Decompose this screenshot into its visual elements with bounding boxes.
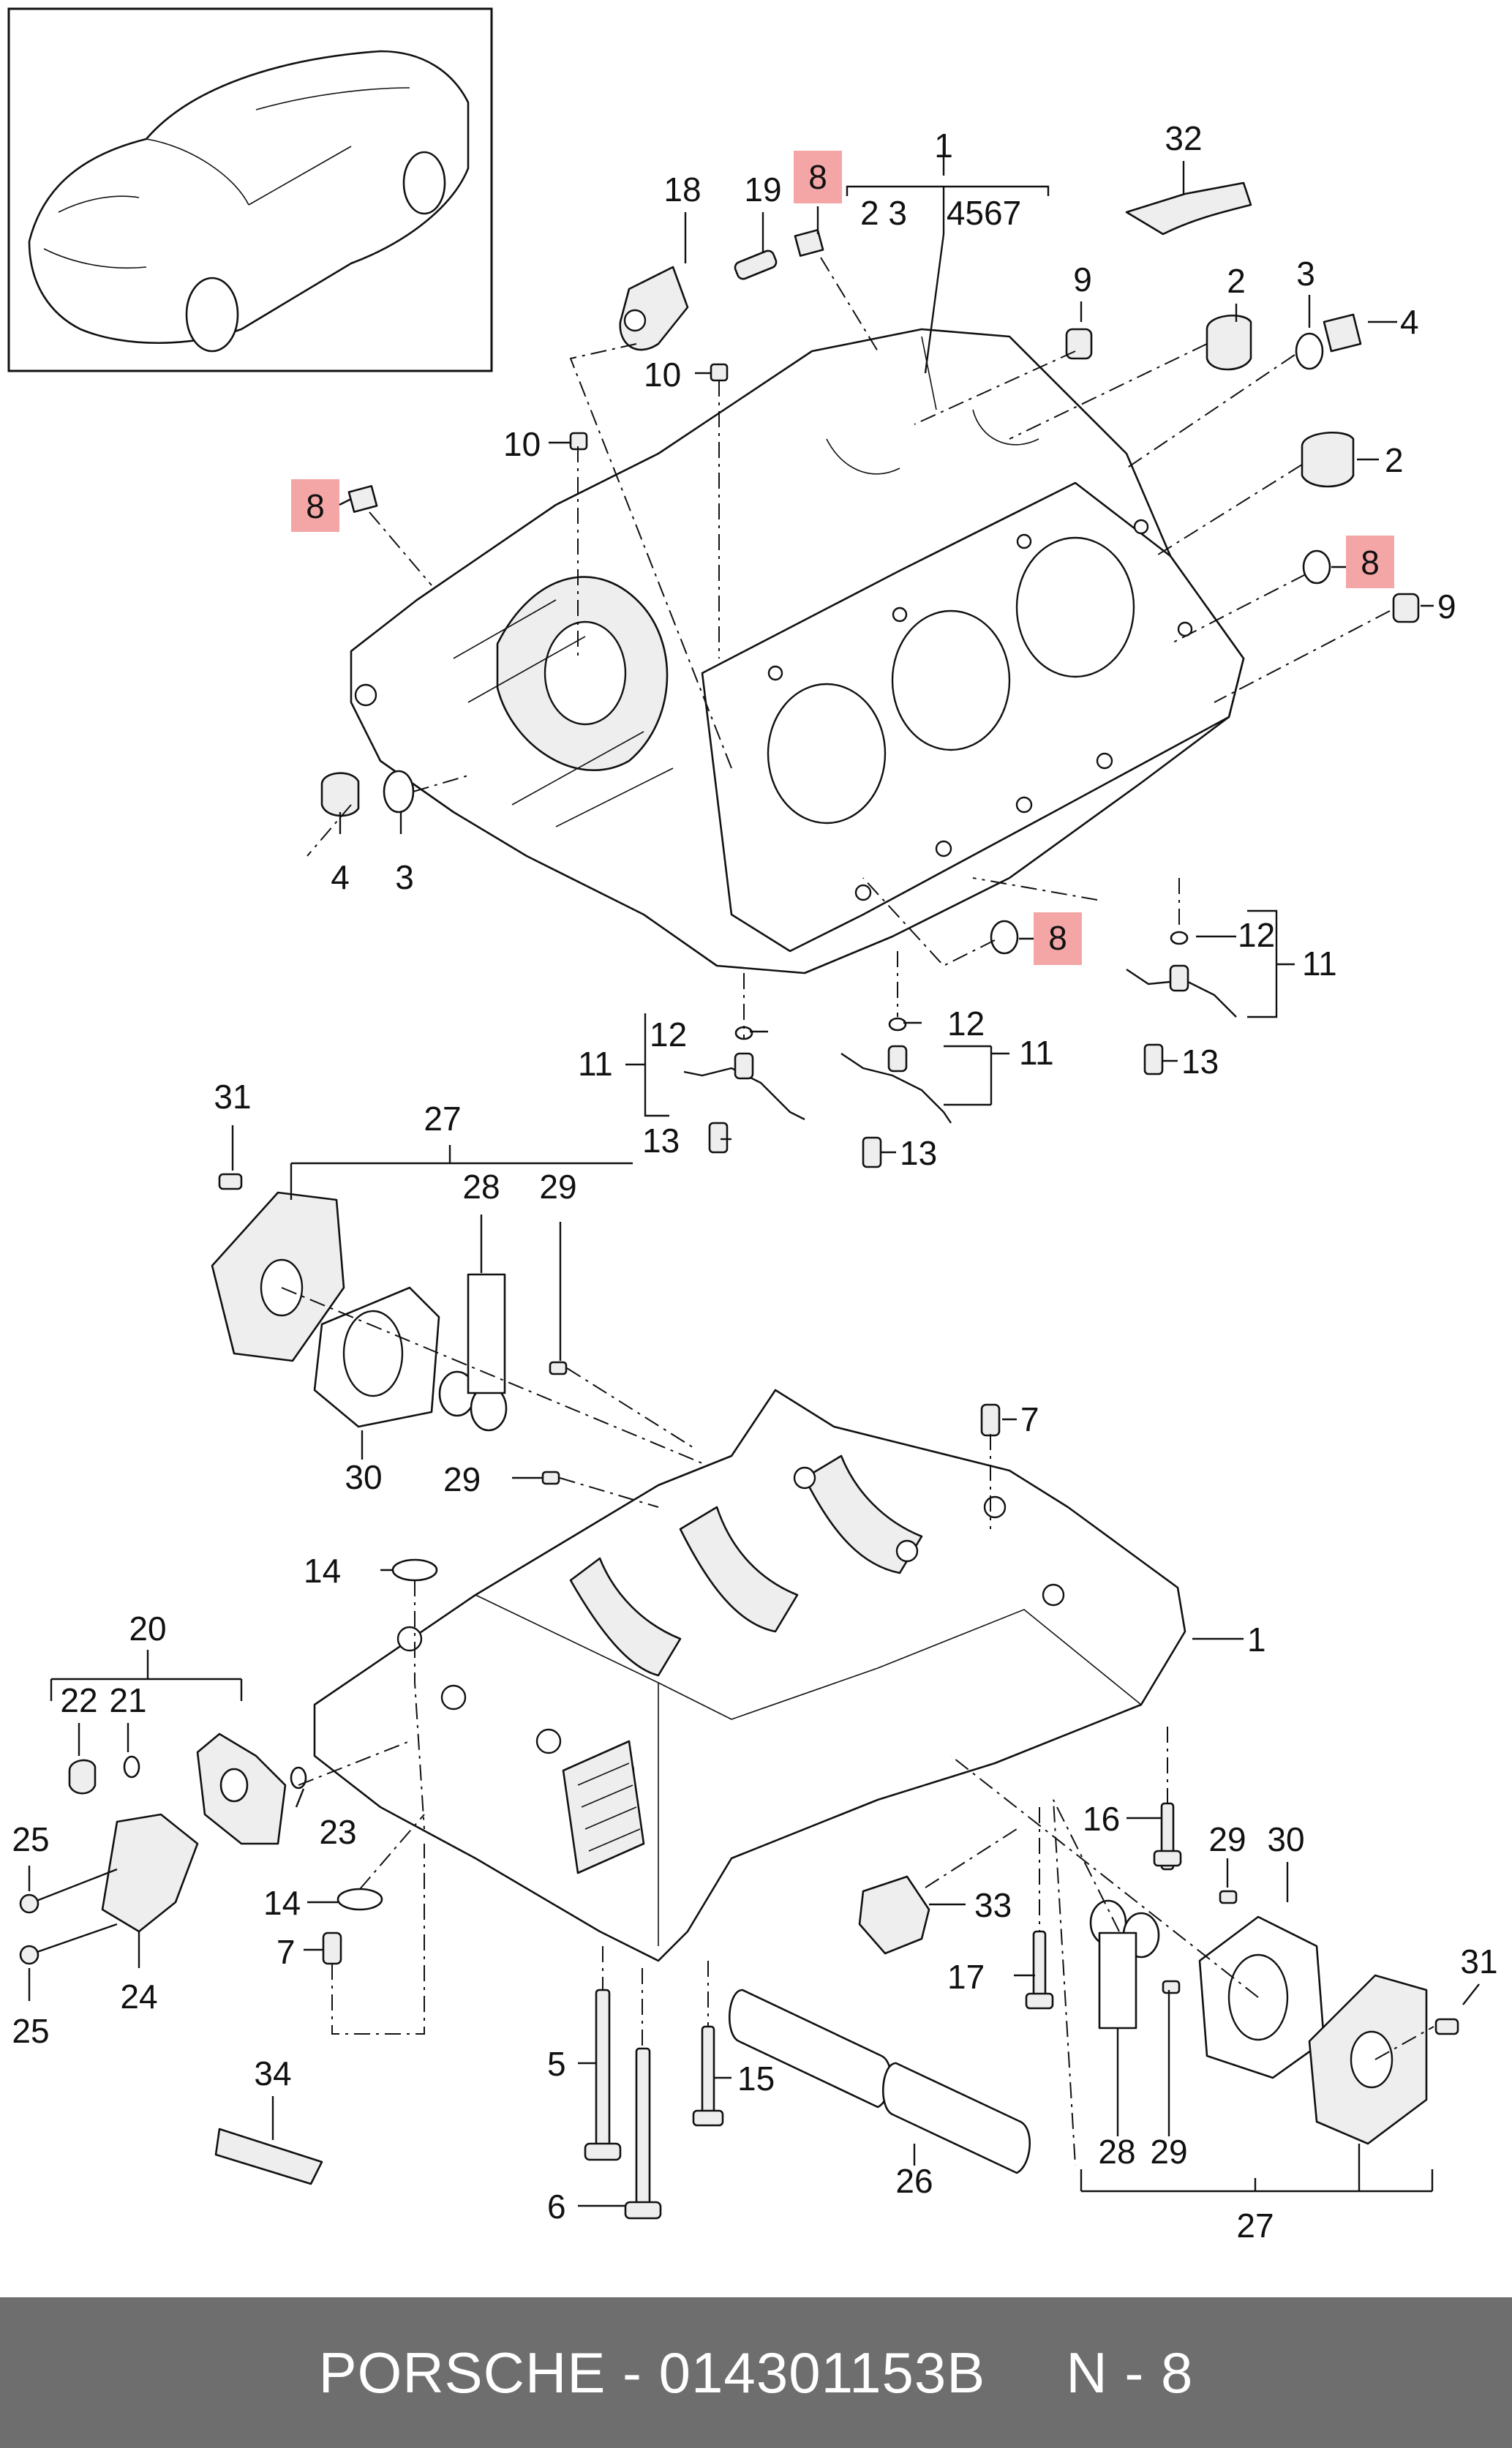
callout-29-d: 29 xyxy=(1150,2133,1187,2171)
callout-4567: 4567 xyxy=(947,194,1021,232)
callout-7-b: 7 xyxy=(277,1933,296,1971)
callout-32: 32 xyxy=(1165,119,1202,157)
callout-33: 33 xyxy=(974,1886,1012,1924)
callout-6: 6 xyxy=(547,2188,566,2226)
callout-2-a: 2 xyxy=(1227,262,1246,300)
lower-parts xyxy=(19,1273,1182,2220)
callout-34: 34 xyxy=(254,2054,291,2092)
callout-16: 16 xyxy=(1083,1800,1120,1838)
callout-23: 23 xyxy=(319,1813,356,1851)
callout-30-a: 30 xyxy=(345,1458,382,1496)
callout-17: 17 xyxy=(947,1958,985,1996)
callout-30-b: 30 xyxy=(1267,1820,1304,1858)
callout-21: 21 xyxy=(109,1681,146,1719)
callout-29-a: 29 xyxy=(539,1168,576,1206)
exploded-parts-diagram: 1 2 3 4567 8 18 19 32 9 2 3 4 2 10 10 8 … xyxy=(7,7,1498,2245)
callout-25-b: 25 xyxy=(12,2012,49,2050)
callout-1-top: 1 xyxy=(934,127,953,165)
callout-18: 18 xyxy=(663,170,701,209)
callout-2-3: 2 3 xyxy=(860,194,907,232)
callout-12-b: 12 xyxy=(947,1005,985,1043)
callout-29-b: 29 xyxy=(443,1460,481,1498)
callout-8-bottom: 8 xyxy=(1048,919,1067,957)
assembly-lines xyxy=(281,257,1434,2166)
diagram-reference-text: N - 8 xyxy=(1066,2340,1194,2405)
callout-26: 26 xyxy=(895,2162,933,2200)
vehicle-thumbnail xyxy=(7,7,493,372)
upper-block-parts xyxy=(320,181,1420,1168)
callout-27-a: 27 xyxy=(424,1100,461,1138)
callout-14-b: 14 xyxy=(263,1884,301,1922)
callout-25-a: 25 xyxy=(12,1820,49,1858)
callout-11-a: 11 xyxy=(578,1045,613,1083)
callout-12-c: 12 xyxy=(1238,916,1275,954)
callout-14-a: 14 xyxy=(304,1552,341,1590)
callout-8-right: 8 xyxy=(1361,544,1380,582)
callout-9-a: 9 xyxy=(1073,260,1092,299)
callout-11-b: 11 xyxy=(1019,1034,1054,1072)
upper-engine-block xyxy=(350,328,1245,975)
part-number-text: PORSCHE - 014301153B xyxy=(318,2340,986,2405)
callout-4-b: 4 xyxy=(331,858,350,896)
callout-28-a: 28 xyxy=(462,1168,500,1206)
lower-crankcase xyxy=(313,1389,1186,1962)
callout-31-a: 31 xyxy=(214,1078,251,1116)
callout-1-lower: 1 xyxy=(1247,1621,1266,1659)
callout-11-c: 11 xyxy=(1302,945,1337,983)
callout-10-a: 10 xyxy=(644,356,681,394)
highlight-markers xyxy=(291,151,1394,965)
callout-9-b: 9 xyxy=(1437,587,1456,626)
leader-lines xyxy=(28,143,1480,2207)
callout-3-a: 3 xyxy=(1296,255,1315,293)
callout-8-left: 8 xyxy=(306,487,325,525)
callout-28-b: 28 xyxy=(1098,2133,1135,2171)
callout-12-a: 12 xyxy=(650,1015,687,1054)
callout-19: 19 xyxy=(744,170,781,209)
callout-4-a: 4 xyxy=(1400,303,1419,341)
callout-labels: 1 2 3 4567 8 18 19 32 9 2 3 4 2 10 10 8 … xyxy=(12,119,1497,2245)
callout-24: 24 xyxy=(120,1978,157,2016)
callout-27-b: 27 xyxy=(1236,2207,1274,2245)
callout-13-b: 13 xyxy=(900,1134,937,1172)
callout-7-a: 7 xyxy=(1020,1400,1039,1438)
callout-20: 20 xyxy=(129,1610,166,1648)
part-number-footer: PORSCHE - 014301153B N - 8 xyxy=(0,2297,1512,2448)
callout-3-b: 3 xyxy=(395,858,414,896)
callout-31-b: 31 xyxy=(1460,1942,1497,1980)
callout-13-c: 13 xyxy=(1181,1043,1219,1081)
callout-8-top: 8 xyxy=(808,158,827,196)
callout-5: 5 xyxy=(547,2045,566,2083)
callout-29-c: 29 xyxy=(1208,1820,1246,1858)
callout-10-b: 10 xyxy=(503,425,541,463)
callout-13-a: 13 xyxy=(642,1122,680,1160)
callout-15: 15 xyxy=(737,2060,775,2098)
callout-22: 22 xyxy=(60,1681,97,1719)
callout-2-b: 2 xyxy=(1385,441,1404,479)
